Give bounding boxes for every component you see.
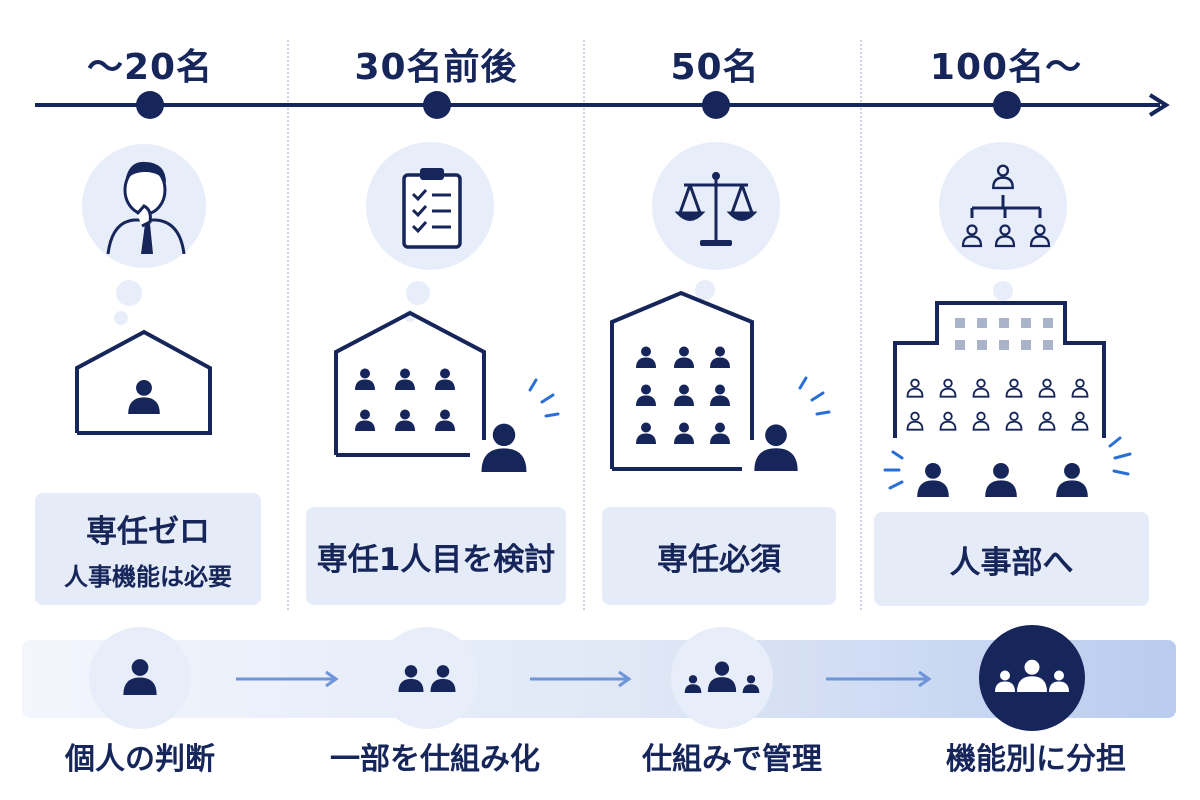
stage-divider xyxy=(287,40,289,610)
stage-box-1: 専任ゼロ 人事機能は必要 xyxy=(35,493,261,605)
stage-label-2: 30名前後 xyxy=(354,47,518,88)
office-building-large-icon xyxy=(610,290,831,490)
clipboard-checklist-icon xyxy=(366,142,494,322)
timeline-dot-4 xyxy=(993,91,1021,119)
progression-band xyxy=(22,640,1176,718)
stage-divider xyxy=(583,40,585,610)
stage-label-3: 50名 xyxy=(670,47,760,88)
flow-label-3: 仕組みで管理 xyxy=(642,742,822,777)
stage-box-3: 専任必須 xyxy=(602,507,836,605)
timeline xyxy=(35,91,1170,119)
flow-label-4: 機能別に分担 xyxy=(946,742,1126,777)
timeline-dot-1 xyxy=(136,91,164,119)
timeline-dot-2 xyxy=(423,91,451,119)
large-group-icon xyxy=(979,625,1085,731)
stage-box-main: 人事部へ xyxy=(949,544,1074,581)
office-building-icon xyxy=(334,310,560,480)
house-icon xyxy=(75,329,212,435)
single-person-icon xyxy=(89,627,191,729)
stage-box-main: 専任必須 xyxy=(657,541,781,578)
stage-label-1: 〜20名 xyxy=(86,47,214,88)
thinking-person-icon xyxy=(82,144,206,325)
stage-box-main: 専任1人目を検討 xyxy=(316,541,556,578)
stage-box-4: 人事部へ xyxy=(874,512,1149,606)
two-people-icon xyxy=(376,627,478,729)
stage-divider xyxy=(860,40,862,610)
stage-box-sub: 人事機能は必要 xyxy=(64,563,232,591)
small-team-icon xyxy=(671,627,773,729)
timeline-dot-3 xyxy=(702,91,730,119)
stage-box-main: 専任ゼロ xyxy=(86,514,210,550)
org-chart-icon xyxy=(939,142,1067,301)
flow-label-2: 一部を仕組み化 xyxy=(330,742,540,777)
stage-label-4: 100名〜 xyxy=(929,47,1083,88)
balance-scale-icon xyxy=(652,142,780,300)
stage-box-2: 専任1人目を検討 xyxy=(306,507,566,605)
flow-label-1: 個人の判断 xyxy=(65,742,215,777)
corporate-building-icon xyxy=(883,301,1132,497)
